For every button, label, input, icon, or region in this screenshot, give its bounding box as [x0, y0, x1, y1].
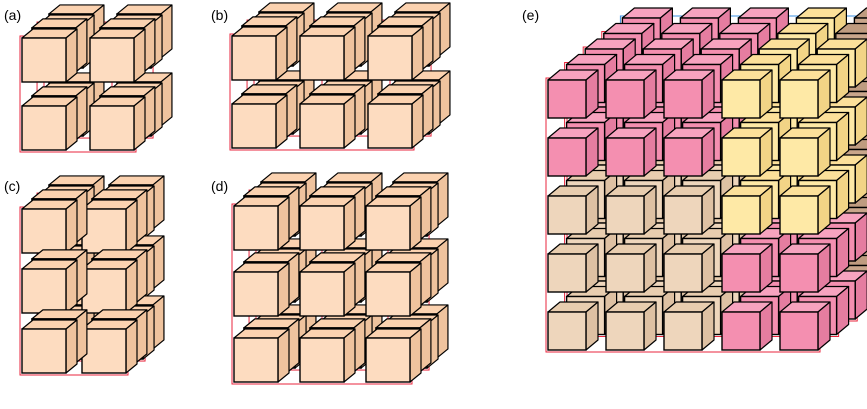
panel-b-label: (b) [211, 7, 228, 23]
lattice-cube [367, 94, 424, 149]
lattice-cube [605, 69, 657, 119]
lattice-cube [779, 69, 831, 119]
lattice-cube [779, 185, 831, 235]
lattice-cube [779, 301, 831, 351]
lattice-cube [231, 94, 288, 149]
lattice-cube [547, 243, 599, 293]
lattice-cube [21, 96, 78, 151]
lattice-cube [21, 28, 78, 83]
lattice-cube [663, 301, 715, 351]
panel-c-label: (c) [4, 178, 20, 194]
lattice-cube [365, 262, 422, 317]
lattice-cube [299, 94, 356, 149]
lattice-cube [299, 328, 356, 383]
lattice-cube [663, 185, 715, 235]
lattice-cube [547, 301, 599, 351]
panel-d-label: (d) [211, 178, 228, 194]
lattice-cube [721, 127, 773, 177]
lattice-cube [663, 243, 715, 293]
lattice-cube [547, 185, 599, 235]
lattice-cube [547, 127, 599, 177]
lattice-cube [605, 127, 657, 177]
lattice-cube [299, 26, 356, 81]
lattice-cube [21, 199, 78, 254]
panel-c-lattice [19, 175, 165, 376]
lattice-cube [233, 262, 290, 317]
lattice-cube [779, 127, 831, 177]
lattice-cube [21, 319, 78, 374]
lattice-cube [365, 196, 422, 251]
panel-a-label: (a) [4, 7, 21, 23]
panel-a-lattice [19, 4, 173, 153]
lattice-cube [779, 243, 831, 293]
panel-d-lattice [231, 172, 449, 385]
lattice-cube [299, 196, 356, 251]
lattice-cube [231, 26, 288, 81]
lattice-cube [89, 96, 146, 151]
lattice-cube [721, 69, 773, 119]
panel-e-label: (e) [522, 7, 539, 23]
lattice-cube [547, 69, 599, 119]
lattice-cube [605, 301, 657, 351]
lattice-cube [367, 26, 424, 81]
lattice-cube [89, 28, 146, 83]
lattice-cube [81, 319, 138, 374]
lattice-cube [233, 196, 290, 251]
lattice-cube [299, 262, 356, 317]
lattice-cube [721, 301, 773, 351]
lattice-cube [721, 185, 773, 235]
lattice-cube [81, 259, 138, 314]
panel-b-lattice [229, 2, 451, 151]
lattice-cube [21, 259, 78, 314]
lattice-cube [81, 199, 138, 254]
lattice-cube [233, 328, 290, 383]
lattice-cube [663, 127, 715, 177]
panel-e-lattice [545, 7, 867, 353]
lattice-cube [605, 243, 657, 293]
lattice-cube [721, 243, 773, 293]
lattice-cube [365, 328, 422, 383]
lattice-cube [663, 69, 715, 119]
lattice-cube [605, 185, 657, 235]
